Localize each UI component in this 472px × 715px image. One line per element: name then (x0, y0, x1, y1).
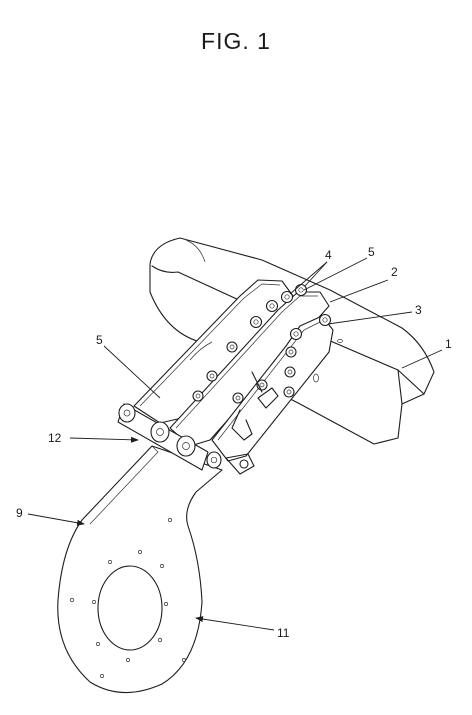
ref-label-9: 9 (16, 506, 23, 520)
ref-label-1: 1 (445, 337, 452, 351)
ref-label-11: 11 (277, 626, 290, 640)
ref-label-5-left: 5 (96, 333, 103, 347)
leader-lines (27, 257, 443, 631)
center-hole (97, 565, 163, 651)
bracket-plate-rear (133, 279, 294, 424)
figure-title: FIG. 1 (201, 28, 271, 54)
ref-label-4: 4 (325, 248, 332, 262)
ref-label-3: 3 (415, 303, 422, 317)
ref-label-2: 2 (391, 265, 398, 279)
ref-label-12: 12 (48, 431, 62, 445)
bolts (192, 283, 332, 441)
link-bar (117, 403, 255, 475)
mounting-plate (57, 445, 223, 694)
ref-label-5-top: 5 (368, 245, 375, 259)
bolt-holes (70, 518, 186, 678)
